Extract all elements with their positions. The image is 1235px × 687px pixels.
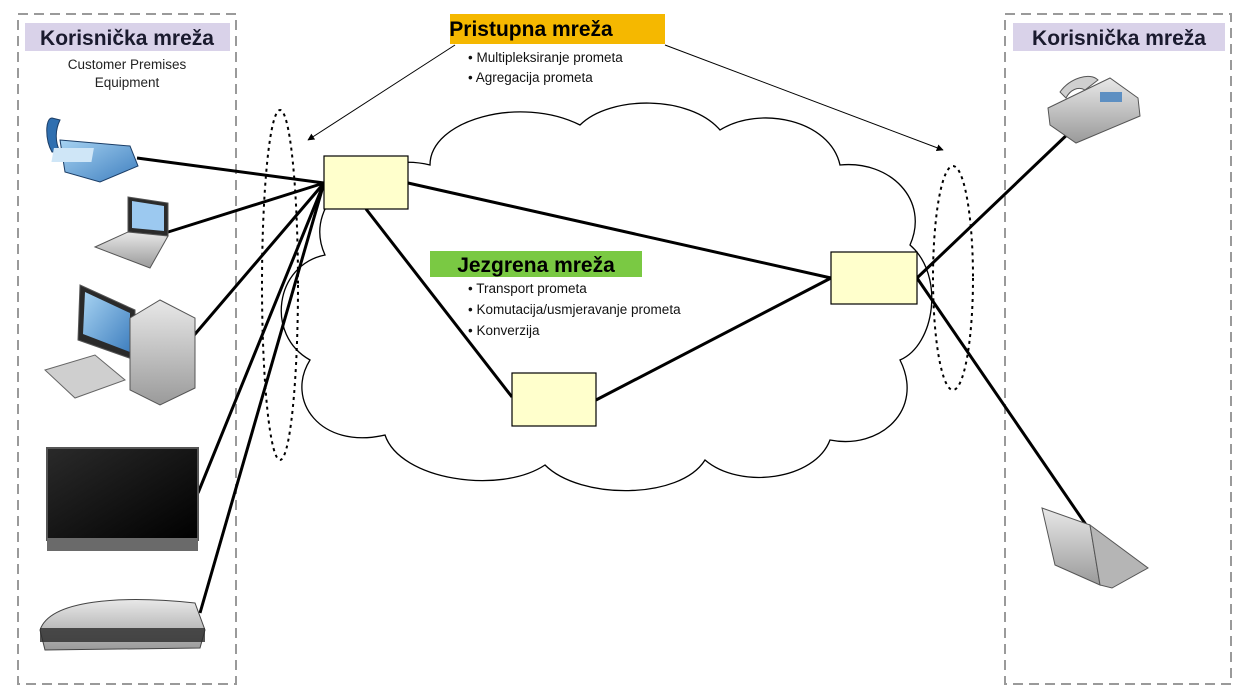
- core-bullet-2: • Komutacija/usmjeravanje prometa: [468, 302, 681, 317]
- right-zone-title: Korisnička mreža: [1032, 27, 1206, 50]
- television-icon: [46, 447, 199, 551]
- access-node-right: [830, 251, 918, 305]
- core-node: [511, 372, 597, 427]
- left-access-group-ellipse: [261, 109, 299, 461]
- right-zone-title-bg: [1013, 23, 1225, 51]
- cpe-label-line1: Customer Premises: [68, 57, 187, 72]
- right-access-group-ellipse: [932, 165, 974, 391]
- core-network-title: Jezgrena mreža: [457, 254, 615, 277]
- left-user-zone: [17, 13, 237, 685]
- telephone-icon: [46, 117, 139, 183]
- access-bullet-2: • Agregacija prometa: [468, 70, 593, 85]
- laptop-icon: [93, 196, 169, 269]
- access-network-title-bg: [450, 14, 665, 44]
- left-zone-title: Korisnička mreža: [40, 27, 214, 50]
- left-zone-title-bg: [25, 23, 230, 51]
- core-network-cloud: [280, 102, 933, 492]
- access-arrow-right: [664, 44, 944, 152]
- right-user-zone: [1004, 13, 1232, 685]
- links: [136, 128, 1095, 614]
- cpe-label-line2: Equipment: [95, 75, 160, 90]
- core-network-title-bg: [430, 251, 642, 277]
- desktop-computer-icon: [44, 284, 196, 406]
- laptop-icon: [1041, 507, 1149, 589]
- telephone-icon: [1047, 76, 1141, 144]
- game-console-icon: [39, 599, 206, 651]
- access-node-left: [323, 155, 409, 210]
- core-bullet-1: • Transport prometa: [468, 281, 587, 296]
- core-bullet-3: • Konverzija: [468, 323, 540, 338]
- access-network-title: Pristupna mreža: [449, 18, 613, 41]
- access-arrow-left: [307, 44, 456, 141]
- access-bullet-1: • Multipleksiranje prometa: [468, 50, 623, 65]
